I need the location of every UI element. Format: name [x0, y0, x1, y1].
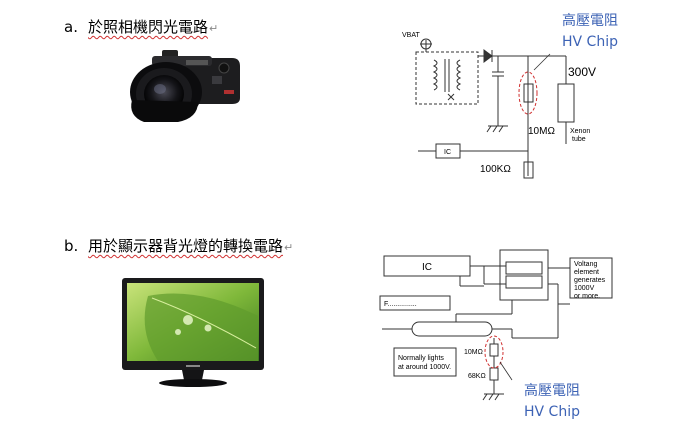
- hv-resistor-label: 高壓電阻: [562, 12, 618, 29]
- section-b-number: b.: [64, 237, 79, 255]
- flash-circuit-diagram: VBAT 高壓電阻 HV Chip 300V 10MΩ Xenon tube I…: [388, 4, 688, 184]
- voltang-label-5: or more.: [574, 293, 600, 300]
- xenon-label-2: tube: [572, 136, 586, 143]
- ic-label-b: IC: [422, 262, 432, 273]
- resistor-10m-label-b: 10MΩ: [464, 349, 483, 356]
- camera-image: [130, 50, 240, 122]
- backlight-circuit-diagram: IC F............... Voltang element gene…: [372, 244, 690, 434]
- vbat-label: VBAT: [402, 32, 420, 39]
- normally-label-2: at around 1000V.: [398, 364, 451, 371]
- section-a-number: a.: [64, 18, 78, 36]
- section-a-heading: a. 於照相機閃光電路↵: [64, 16, 218, 37]
- voltage-label: 300V: [568, 65, 596, 79]
- hv-chip-highlight: [518, 71, 538, 115]
- hv-chip-highlight-b: [484, 335, 504, 369]
- monitor-image: [122, 278, 264, 387]
- voltang-label-1: Voltang: [574, 261, 597, 268]
- hv-resistor-label-b: 高壓電阻: [524, 382, 580, 399]
- section-b-title: 用於顯示器背光燈的轉換電路: [88, 237, 284, 255]
- monitor-photo: [118, 276, 268, 388]
- voltang-label-4: 1000V: [574, 285, 595, 292]
- normally-label-1: Normally lights: [398, 355, 444, 362]
- f-box-label: F...............: [384, 301, 417, 308]
- voltang-label-3: generates: [574, 277, 606, 284]
- resistor-68k-label: 68KΩ: [468, 373, 486, 380]
- paragraph-mark: ↵: [284, 241, 294, 254]
- resistor-10m-label: 10MΩ: [528, 126, 555, 137]
- voltang-label-2: element: [574, 269, 599, 276]
- camera-photo: [124, 44, 248, 124]
- paragraph-mark: ↵: [209, 22, 219, 35]
- hv-chip-label-b: HV Chip: [524, 404, 580, 420]
- xenon-label-1: Xenon: [570, 128, 590, 135]
- ic-label: IC: [444, 149, 451, 156]
- section-a-title: 於照相機閃光電路: [88, 18, 209, 36]
- resistor-100k-label: 100KΩ: [480, 164, 511, 175]
- hv-chip-label: HV Chip: [562, 34, 618, 50]
- section-b-heading: b. 用於顯示器背光燈的轉換電路↵: [64, 235, 293, 256]
